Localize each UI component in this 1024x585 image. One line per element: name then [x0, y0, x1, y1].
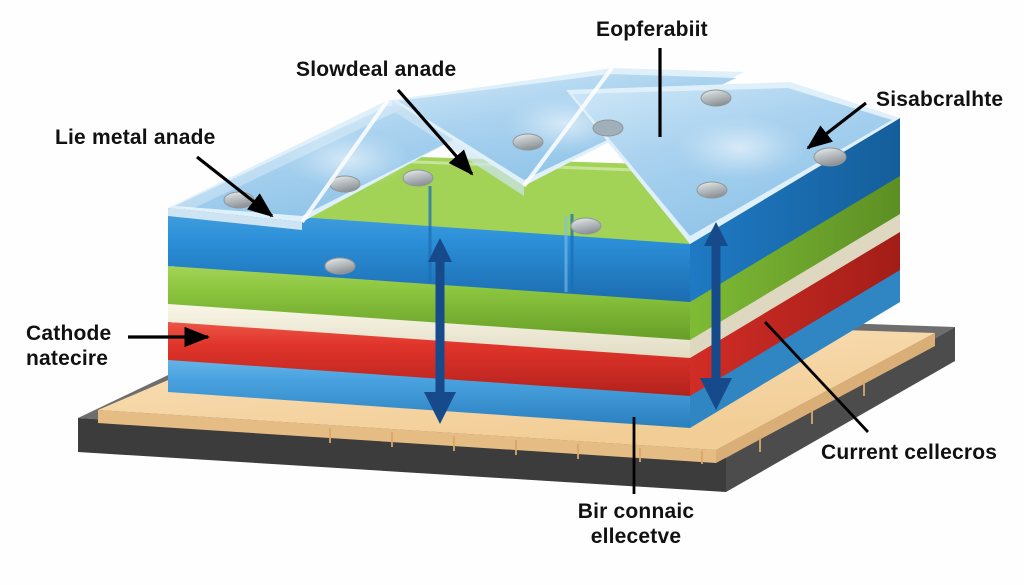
label-cathode-natecire: Cathode natecire: [26, 322, 112, 370]
label-eopferabiit: Eopferabiit: [596, 18, 708, 41]
label-lie-metal-anade: Lie metal anade: [55, 126, 216, 149]
label-current-cellecros: Current cellecros: [821, 441, 998, 464]
label-sisabcralhte: Sisabcralhte: [876, 88, 1004, 111]
leader-current-cellecros: [763, 321, 870, 433]
label-bir-connaic-ellecetve: Bir connaic ellecetve: [577, 500, 695, 548]
plate-right-studs: [592, 89, 847, 199]
leader-sisabcralhte: [806, 101, 867, 150]
label-slowdeal-anade: Slowdeal anade: [296, 58, 457, 81]
leader-slowdeal-anade: [396, 88, 474, 176]
plate-right[interactable]: [566, 82, 900, 244]
leader-lie-metal-anade: [196, 155, 274, 218]
ion-arrow-right: [700, 222, 732, 410]
ion-arrow-left: [424, 238, 456, 424]
plate-seams: [300, 66, 614, 224]
